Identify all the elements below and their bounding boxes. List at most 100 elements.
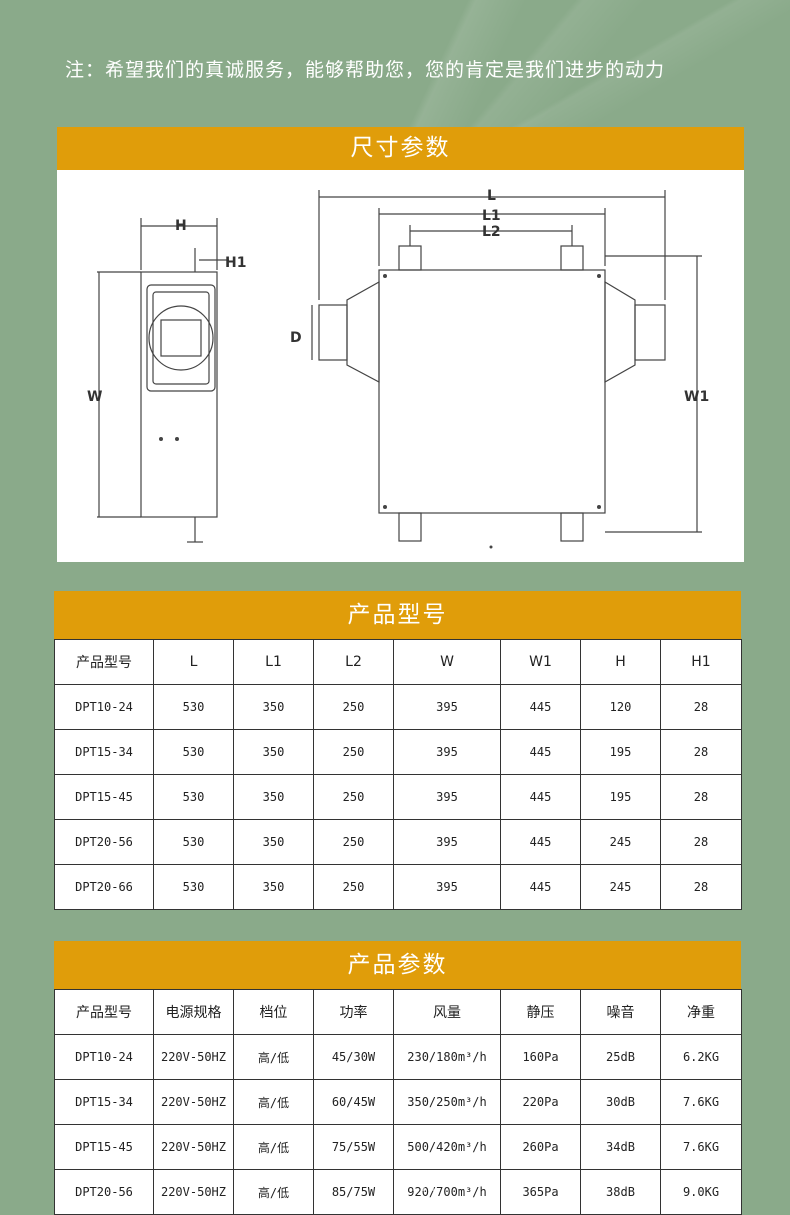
table-cell: 195 — [580, 729, 661, 775]
table-cell: DPT20-56 — [54, 819, 154, 865]
table-cell: 445 — [500, 684, 581, 730]
table-cell: 530 — [153, 729, 234, 775]
front-view-body — [378, 269, 606, 514]
table-cell: 395 — [393, 819, 501, 865]
dimension-drawing: H H1 W D L L1 L2 W1 — [87, 188, 709, 549]
table-cell: 445 — [500, 774, 581, 820]
header-cell: L2 — [313, 639, 394, 685]
table-cell: 395 — [393, 684, 501, 730]
table-cell: 7.6KG — [660, 1124, 742, 1170]
table-header-row: 产品型号 L L1 L2 W W1 H H1 — [54, 639, 742, 685]
table-cell: 85/75W — [313, 1169, 394, 1215]
table-cell: 28 — [660, 729, 742, 775]
table-cell: 6.2KG — [660, 1034, 742, 1080]
table-cell: 245 — [580, 864, 661, 910]
table-cell: 445 — [500, 864, 581, 910]
table-cell: 25dB — [580, 1034, 661, 1080]
header-cell: L1 — [233, 639, 314, 685]
table-cell: 160Pa — [500, 1034, 581, 1080]
table-header-row: 产品型号 电源规格 档位 功率 风量 静压 噪音 净重 — [54, 989, 742, 1035]
table-cell: 220V-50HZ — [153, 1079, 234, 1125]
dim-label-L2: L2 — [482, 224, 501, 240]
dim-label-L1: L1 — [482, 208, 501, 224]
header-cell: 噪音 — [580, 989, 661, 1035]
table-cell: 34dB — [580, 1124, 661, 1170]
table-cell: 365Pa — [500, 1169, 581, 1215]
table-cell: 530 — [153, 819, 234, 865]
header-cell: H1 — [660, 639, 742, 685]
table-cell: 350 — [233, 729, 314, 775]
table-cell: 250 — [313, 684, 394, 730]
header-cell: 产品型号 — [54, 639, 154, 685]
table-cell: 30dB — [580, 1079, 661, 1125]
table-cell: 530 — [153, 684, 234, 730]
header-cell: H — [580, 639, 661, 685]
background-rays — [0, 0, 790, 130]
watermark: om — [395, 1168, 437, 1198]
table-cell: 350 — [233, 684, 314, 730]
table-cell: 195 — [580, 774, 661, 820]
table-cell: 220V-50HZ — [153, 1034, 234, 1080]
table-cell: 45/30W — [313, 1034, 394, 1080]
table-cell: DPT10-24 — [54, 1034, 154, 1080]
table-cell: 60/45W — [313, 1079, 394, 1125]
table-cell: DPT15-45 — [54, 1124, 154, 1170]
table-cell: 250 — [313, 864, 394, 910]
header-cell: 功率 — [313, 989, 394, 1035]
table-cell: 350 — [233, 819, 314, 865]
header-cell: W1 — [500, 639, 581, 685]
table-cell: 245 — [580, 819, 661, 865]
table-cell: 445 — [500, 819, 581, 865]
header-cell: 产品型号 — [54, 989, 154, 1035]
table-cell: 220Pa — [500, 1079, 581, 1125]
table-cell: 250 — [313, 729, 394, 775]
table-cell: 350 — [233, 864, 314, 910]
dim-label-W: W — [87, 389, 102, 405]
table-cell: 28 — [660, 774, 742, 820]
table-cell: 28 — [660, 684, 742, 730]
table-cell: 445 — [500, 729, 581, 775]
model-table-title: 产品型号 — [54, 591, 741, 639]
dim-label-H1: H1 — [225, 255, 246, 271]
dim-label-L: L — [487, 188, 496, 204]
table-cell: 高/低 — [233, 1079, 314, 1125]
table-cell: 高/低 — [233, 1169, 314, 1215]
table-cell: 高/低 — [233, 1034, 314, 1080]
service-note: 注：希望我们的真诚服务，能够帮助您，您的肯定是我们进步的动力 — [65, 59, 666, 81]
table-cell: 120 — [580, 684, 661, 730]
table-cell: 250 — [313, 774, 394, 820]
table-cell: 7.6KG — [660, 1079, 742, 1125]
side-view-body — [140, 271, 218, 518]
table-cell: DPT15-45 — [54, 774, 154, 820]
table-cell: 530 — [153, 864, 234, 910]
table-cell: 250 — [313, 819, 394, 865]
table-cell: 350 — [233, 774, 314, 820]
table-cell: DPT10-24 — [54, 684, 154, 730]
table-cell: 38dB — [580, 1169, 661, 1215]
table-cell: 395 — [393, 729, 501, 775]
dim-label-W1: W1 — [684, 389, 709, 405]
dim-label-H: H — [175, 218, 187, 234]
table-cell: 28 — [660, 864, 742, 910]
header-cell: 风量 — [393, 989, 501, 1035]
table-cell: DPT20-66 — [54, 864, 154, 910]
table-cell: DPT20-56 — [54, 1169, 154, 1215]
dimension-diagram: H H1 W D L L1 L2 W1 — [57, 170, 744, 562]
table-cell: 395 — [393, 774, 501, 820]
param-table-title: 产品参数 — [54, 941, 741, 989]
table-cell: 230/180m³/h — [393, 1034, 501, 1080]
table-cell: 220V-50HZ — [153, 1169, 234, 1215]
header-cell: 净重 — [660, 989, 742, 1035]
table-cell: 9.0KG — [660, 1169, 742, 1215]
table-cell: 高/低 — [233, 1124, 314, 1170]
table-cell: 395 — [393, 864, 501, 910]
table-cell: 220V-50HZ — [153, 1124, 234, 1170]
